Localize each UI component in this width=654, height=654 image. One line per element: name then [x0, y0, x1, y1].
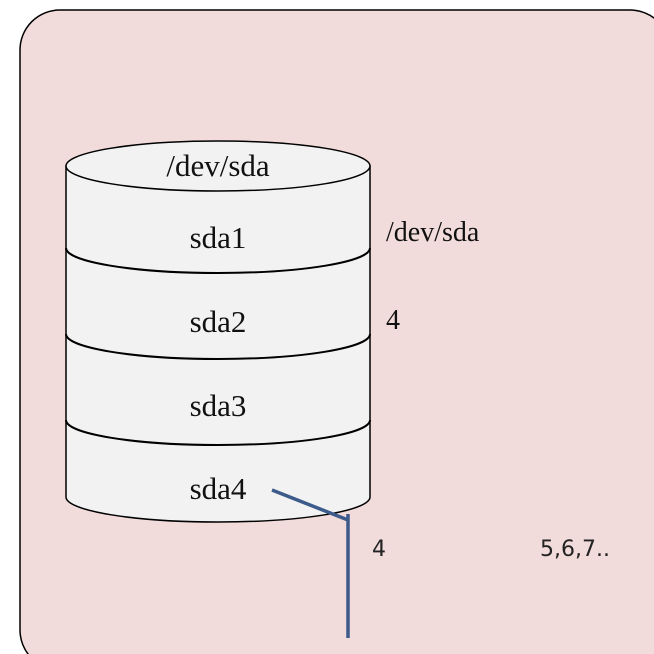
- partition-label-sda1: sda1: [190, 220, 247, 255]
- primary-count-annotation: 4: [386, 305, 400, 336]
- extended-count-annotation: 4: [372, 537, 386, 562]
- partition-label-sda2: sda2: [190, 304, 247, 339]
- logical-numbers-annotation: 5,6,7..: [540, 537, 610, 562]
- extended-connector: [271, 488, 350, 638]
- connector-diagonal: [271, 488, 349, 522]
- partition-separator: [65, 419, 371, 446]
- disk-top: [65, 140, 371, 192]
- disk-cylinder: [65, 140, 371, 523]
- disk-label: /dev/sda: [166, 148, 270, 183]
- partition-separator: [65, 333, 371, 360]
- partition-label-sda4: sda4: [190, 471, 247, 506]
- disk-body: [65, 165, 371, 523]
- partition-separator: [65, 247, 371, 274]
- partition-label-sda3: sda3: [190, 388, 247, 423]
- device-annotation: /dev/sda: [386, 217, 480, 248]
